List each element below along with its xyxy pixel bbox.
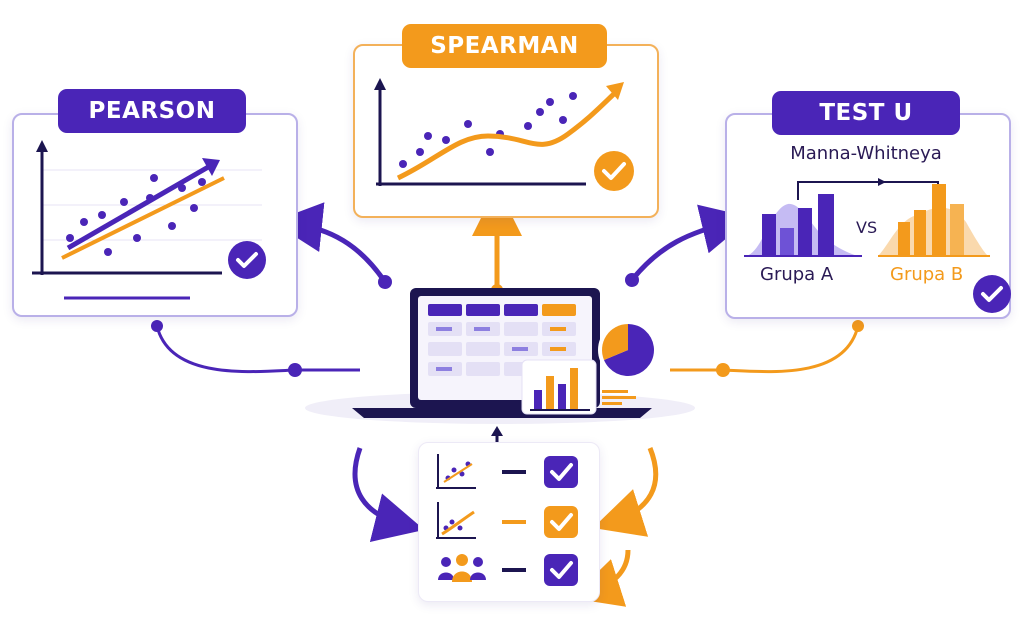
checklist-row-scatter-purple xyxy=(436,454,578,489)
checklist-rows xyxy=(436,454,578,586)
arrow-to-pearson xyxy=(272,202,388,284)
pearson-card xyxy=(12,113,298,317)
arrow-left-to-checklist xyxy=(352,447,425,542)
spearman-check-badge-icon xyxy=(594,151,634,191)
link-pearson-laptop xyxy=(155,325,296,374)
group-a-label: Grupa A xyxy=(760,264,834,285)
group-b-label: Grupa B xyxy=(890,264,964,285)
pearson-scatter-chart xyxy=(32,140,262,300)
spearman-scatter-chart xyxy=(374,78,624,186)
spearman-title: SPEARMAN xyxy=(402,24,607,68)
checklist-row-scatter-orange xyxy=(436,502,578,539)
pearson-check-badge-icon xyxy=(228,241,266,279)
test-u-subtitle: Manna-Whitneya xyxy=(790,143,942,164)
vs-label: VS xyxy=(856,218,878,237)
test-u-check-badge-icon xyxy=(973,275,1011,313)
laptop-dashboard-icon xyxy=(305,288,695,424)
arrow-to-test-u xyxy=(630,204,752,282)
link-test-u-laptop xyxy=(722,325,860,374)
pearson-title: PEARSON xyxy=(58,89,246,133)
checklist-row-people-group-icon xyxy=(438,554,578,586)
test-u-distribution-charts xyxy=(744,178,990,257)
test-u-title: TEST U xyxy=(772,91,960,135)
arrow-right-to-checklist xyxy=(592,447,659,537)
